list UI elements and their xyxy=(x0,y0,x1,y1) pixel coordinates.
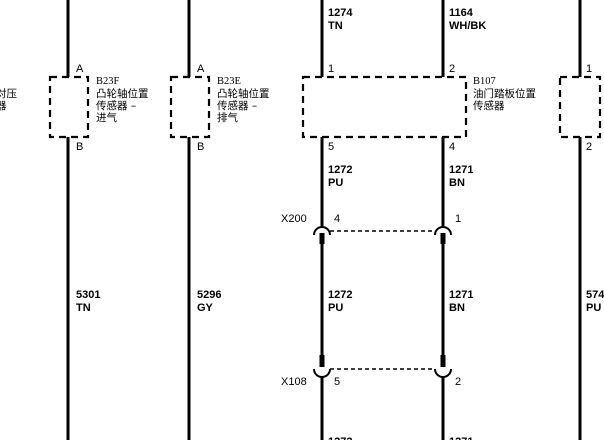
connector-x200: X200 4 1 xyxy=(281,213,461,244)
connector-x108-female-left xyxy=(313,368,331,378)
wire-label-1271-bottom-circuit: 1271 xyxy=(449,436,473,440)
wires xyxy=(66,0,582,440)
component-boxes xyxy=(48,75,602,139)
connector-x108-pin-5: 5 xyxy=(334,376,340,388)
connector-x108-male-right xyxy=(440,355,446,367)
connector-x200-male-left xyxy=(319,233,325,244)
wire-label-1271-long-color: BN xyxy=(449,302,465,314)
wire-label-574-color: PU xyxy=(586,302,601,314)
wire-label-1274-circuit: 1274 xyxy=(328,7,353,19)
wire-label-1272-long-circuit: 1272 xyxy=(328,289,352,301)
connector-x108-male-left xyxy=(319,355,325,367)
component-name-b23e-line2: 传感器 – xyxy=(217,99,257,112)
component-box-b23e xyxy=(169,75,211,139)
connector-x108: X108 5 2 xyxy=(281,355,461,388)
wire-label-1272-color: PU xyxy=(328,177,343,189)
component-box-right-partial xyxy=(558,75,602,139)
wire-label-1271-color: BN xyxy=(449,177,465,189)
wire-label-574-circuit: 574 xyxy=(586,289,604,301)
component-name-b23f-line2: 传感器 – xyxy=(96,99,136,112)
label-b23e: B23E 凸轮轴位置 传感器 – 排气 xyxy=(217,76,270,124)
pin-b23e-b: B xyxy=(197,141,204,153)
wire-label-1164-circuit: 1164 xyxy=(449,7,474,19)
wire-label-5296-color: GY xyxy=(197,302,214,314)
component-name-b23e-line1: 凸轮轴位置 xyxy=(217,87,270,100)
pin-b107-1: 1 xyxy=(328,63,334,75)
component-name-b23f-line1: 凸轮轴位置 xyxy=(96,87,149,100)
pin-b23f-a: A xyxy=(76,63,84,75)
wire-label-1271-circuit: 1271 xyxy=(449,164,473,176)
wire-label-5296-circuit: 5296 xyxy=(197,289,221,301)
connector-x200-female-right xyxy=(434,226,452,236)
wire-labels-mid: 1272 PU 1271 BN xyxy=(328,164,473,189)
wire-label-5301-circuit: 5301 xyxy=(76,289,100,301)
connector-x108-id: X108 xyxy=(281,376,307,388)
component-id-b23f: B23F xyxy=(96,76,120,87)
left-partial-line2: 器 xyxy=(0,100,7,112)
component-name-b23e-line3: 排气 xyxy=(217,111,238,124)
connector-x108-pin-2: 2 xyxy=(455,376,461,388)
wire-label-5301-color: TN xyxy=(76,302,91,314)
label-b23f: B23F 凸轮轴位置 传感器 – 进气 xyxy=(96,76,149,124)
component-id-b23e: B23E xyxy=(217,76,241,87)
connector-x200-male-right xyxy=(440,233,446,244)
pin-b107-5: 5 xyxy=(328,141,334,153)
connector-x108-female-right xyxy=(434,368,452,378)
component-name-b107-line2: 传感器 xyxy=(473,99,505,112)
pin-b23e-a: A xyxy=(197,63,205,75)
left-partial-line1: 对压 xyxy=(0,87,17,100)
component-id-b107: B107 xyxy=(473,76,496,87)
pin-labels: A B A B 1 2 5 4 1 2 xyxy=(76,63,592,153)
label-left-partial: 对压 器 xyxy=(0,87,17,112)
wire-labels-top: 1274 TN 1164 WH/BK xyxy=(328,7,486,32)
pin-b23f-b: B xyxy=(76,141,83,153)
component-name-b23f-line3: 进气 xyxy=(96,111,117,124)
component-box-b107 xyxy=(301,75,468,139)
wire-label-1272-bottom-circuit: 1272 xyxy=(328,436,352,440)
pin-right-1: 1 xyxy=(586,63,592,75)
pin-b107-2: 2 xyxy=(449,63,455,75)
component-box-b23f xyxy=(48,75,90,139)
pin-right-2: 2 xyxy=(586,141,592,153)
wire-labels-long: 5301 TN 5296 GY 1272 PU 1271 BN 574 PU xyxy=(76,289,604,314)
pin-b107-4: 4 xyxy=(449,141,455,153)
component-name-b107-line1: 油门踏板位置 xyxy=(473,87,536,100)
wire-labels-bottom: 1272 1271 xyxy=(328,436,473,440)
connector-x200-female-left xyxy=(313,226,331,236)
wire-label-1272-long-color: PU xyxy=(328,302,343,314)
connector-x200-pin-4: 4 xyxy=(334,213,340,225)
wire-label-1164-color: WH/BK xyxy=(449,20,486,32)
wire-label-1271-long-circuit: 1271 xyxy=(449,289,473,301)
wire-label-1272-circuit: 1272 xyxy=(328,164,352,176)
label-b107: B107 油门踏板位置 传感器 xyxy=(473,76,536,112)
wire-label-1274-color: TN xyxy=(328,20,343,32)
connector-x200-pin-1: 1 xyxy=(455,213,461,225)
connector-x200-id: X200 xyxy=(281,213,307,225)
